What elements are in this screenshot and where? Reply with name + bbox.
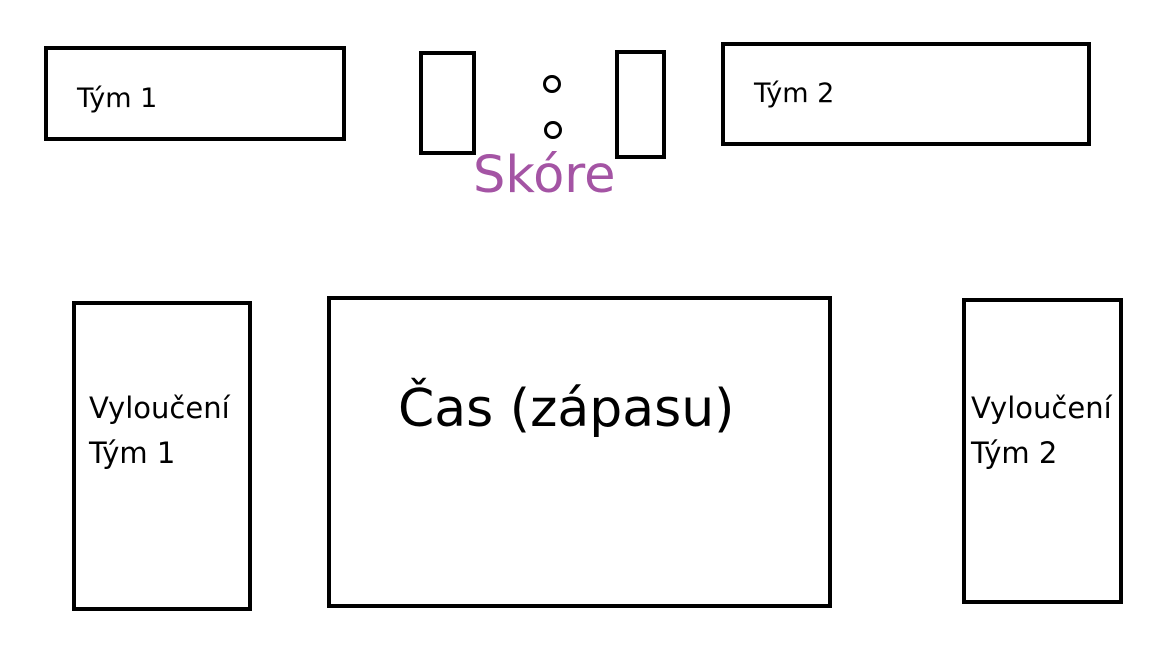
score-colon-dot-bottom <box>544 121 562 139</box>
team2-name-label: Tým 2 <box>754 78 835 109</box>
team2-penalty-team-label: Tým 2 <box>971 436 1058 470</box>
team2-penalty-title: Vyloučení <box>971 391 1112 425</box>
match-clock-label: Čas (zápasu) <box>398 379 735 439</box>
team1-penalty-team-label: Tým 1 <box>89 436 176 470</box>
team1-penalty-panel <box>72 301 252 611</box>
team2-score-digit-box <box>615 50 666 159</box>
team1-name-label: Tým 1 <box>77 83 158 114</box>
match-clock-panel <box>327 296 832 608</box>
team2-penalty-panel <box>962 298 1123 604</box>
team1-name-panel <box>44 46 346 141</box>
score-label: Skóre <box>473 146 616 205</box>
score-colon-dot-top <box>543 75 561 93</box>
team2-name-panel <box>721 42 1091 146</box>
team1-score-digit-box <box>419 51 476 155</box>
team1-penalty-title: Vyloučení <box>89 391 230 425</box>
